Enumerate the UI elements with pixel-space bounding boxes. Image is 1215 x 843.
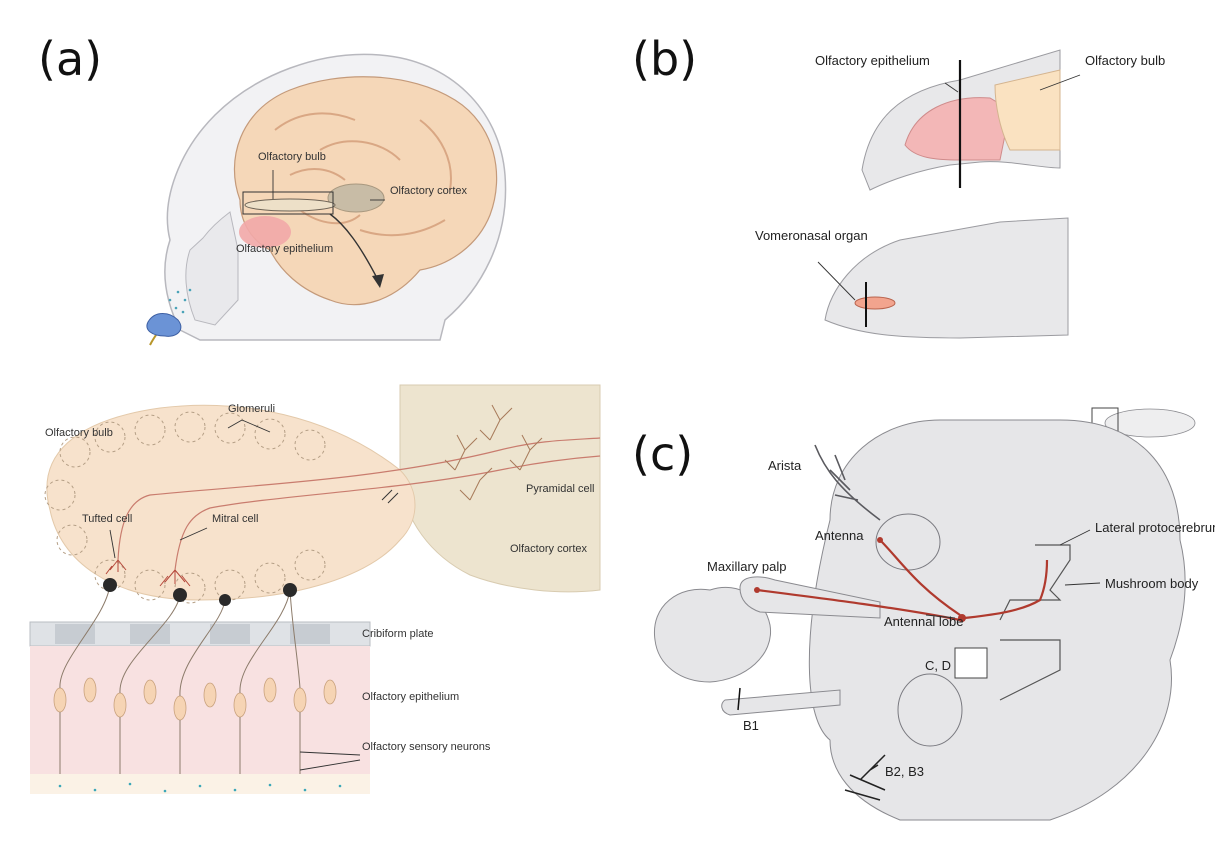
- olfactory-circuit-detail: [30, 385, 600, 794]
- label-b-vomeronasal-organ: Vomeronasal organ: [755, 228, 868, 243]
- label-antenna: Antenna: [815, 528, 864, 543]
- label-head-olfactory-epithelium: Olfactory epithelium: [236, 243, 333, 255]
- label-mitral-cell: Mitral cell: [212, 513, 258, 525]
- label-tufted-cell: Tufted cell: [82, 513, 132, 525]
- label-head-olfactory-cortex: Olfactory cortex: [390, 185, 468, 197]
- label-b2-b3: B2, B3: [885, 764, 924, 779]
- panel-label-c: (c): [632, 427, 693, 481]
- label-glomeruli: Glomeruli: [228, 403, 275, 415]
- label-detail-olfactory-cortex: Olfactory cortex: [510, 543, 588, 555]
- label-lateral-protocerebrum: Lateral protocerebrum: [1095, 520, 1215, 535]
- panel-label-b: (b): [632, 32, 697, 86]
- panel-label-a: (a): [38, 32, 102, 86]
- label-cribiform-plate: Cribiform plate: [362, 628, 434, 640]
- label-olfactory-sensory-neurons: Olfactory sensory neurons: [362, 741, 491, 753]
- label-b-olfactory-bulb: Olfactory bulb: [1085, 53, 1165, 68]
- label-cd: C, D: [925, 658, 951, 673]
- label-detail-olfactory-bulb: Olfactory bulb: [45, 427, 113, 439]
- label-maxillary-palp: Maxillary palp: [707, 559, 786, 574]
- label-pyramidal-cell: Pyramidal cell: [526, 483, 594, 495]
- label-b-olfactory-epithelium: Olfactory epithelium: [815, 53, 930, 68]
- label-detail-olfactory-epithelium: Olfactory epithelium: [362, 691, 459, 703]
- flower-icon: [147, 314, 181, 346]
- label-mushroom-body: Mushroom body: [1105, 576, 1199, 591]
- label-b1: B1: [743, 718, 759, 733]
- label-head-olfactory-bulb: Olfactory bulb: [258, 151, 326, 163]
- label-antennal-lobe: Antennal lobe: [884, 614, 964, 629]
- rodent-head-top: [862, 50, 1080, 190]
- head-sagittal-illustration: [147, 54, 506, 345]
- label-arista: Arista: [768, 458, 802, 473]
